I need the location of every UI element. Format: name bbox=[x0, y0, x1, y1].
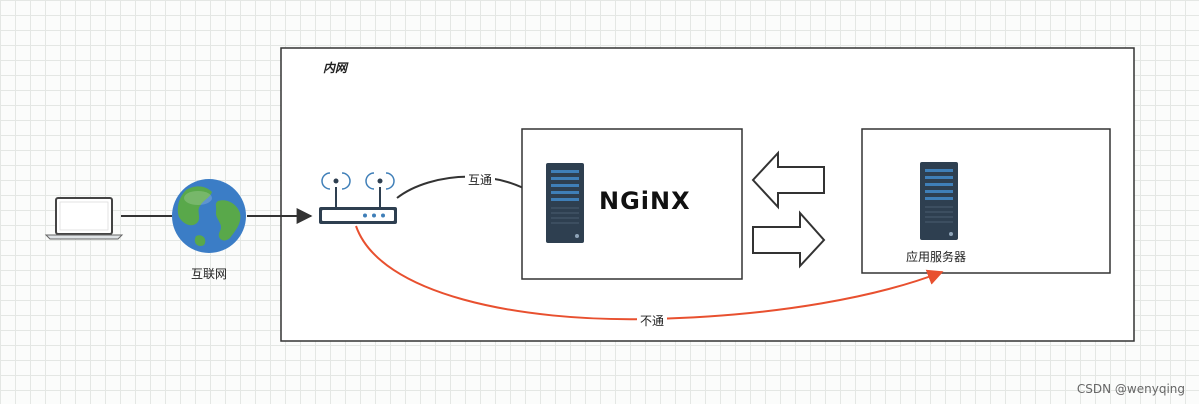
app-server-label: 应用服务器 bbox=[906, 249, 966, 264]
edge-connected-label: 互通 bbox=[468, 173, 492, 187]
laptop-icon bbox=[44, 197, 124, 240]
arrow-right-icon bbox=[752, 210, 826, 269]
arrow-left-icon bbox=[751, 150, 825, 210]
edge-blocked-label: 不通 bbox=[640, 314, 664, 328]
app-server-node bbox=[861, 128, 1111, 274]
internet-label: 互联网 bbox=[191, 267, 227, 281]
intranet-zone-label: 内网 bbox=[323, 61, 349, 75]
globe-icon bbox=[172, 179, 246, 253]
app-server-icon bbox=[920, 162, 958, 240]
nginx-logo: NGiNX bbox=[599, 187, 691, 215]
nginx-server-icon bbox=[546, 163, 584, 243]
router-icon bbox=[319, 172, 397, 224]
watermark: CSDN @wenyqing bbox=[1076, 382, 1185, 396]
